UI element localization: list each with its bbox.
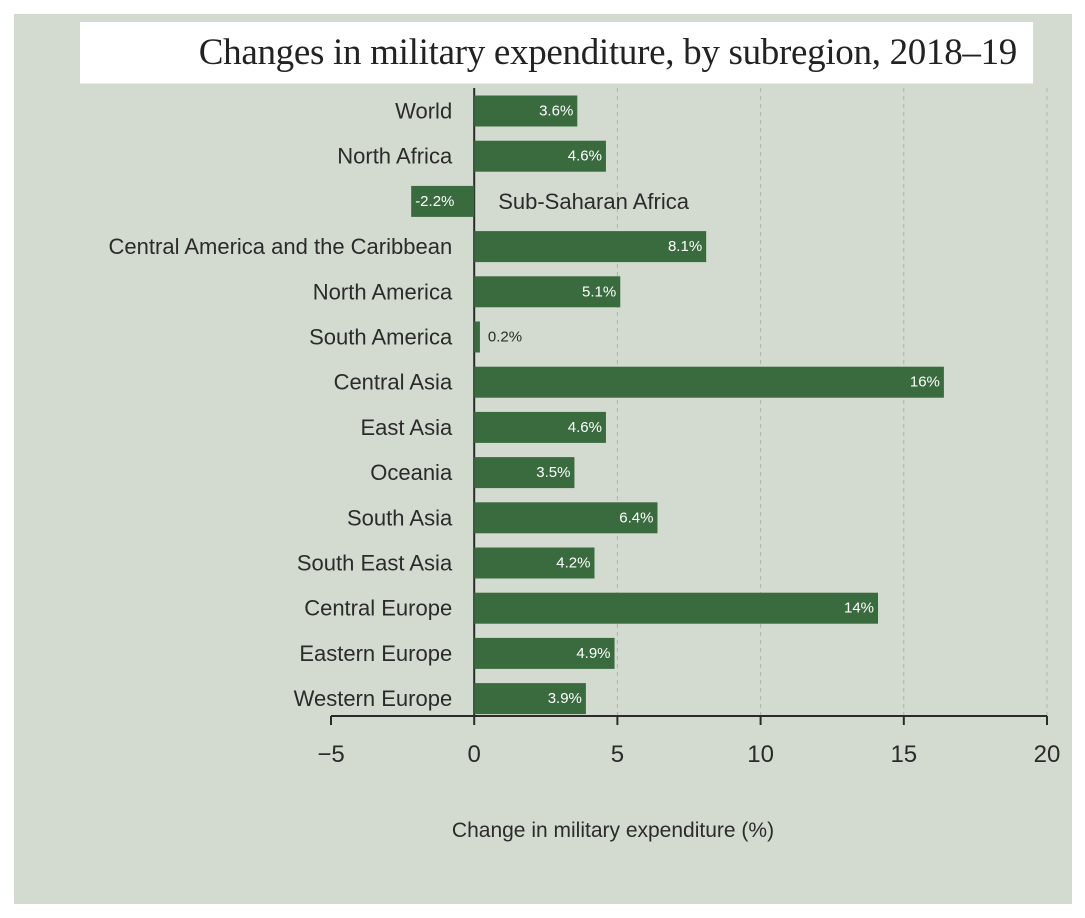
category-label: East Asia <box>360 415 452 440</box>
value-label: 3.9% <box>548 690 582 707</box>
bar <box>474 457 575 489</box>
category-label: South America <box>309 325 453 350</box>
x-tick-label: −5 <box>317 741 344 768</box>
bar <box>474 95 578 127</box>
x-axis: −5 0 5 10 15 20 <box>317 715 1061 768</box>
category-label: Sub-Saharan Africa <box>498 189 690 214</box>
bars: 3.6% World 4.6% North Africa -2.2% Sub-Sahara… <box>109 95 944 715</box>
value-label: 0.2% <box>488 329 522 346</box>
chart-title-box: Changes in military expenditure, by subr… <box>80 22 1033 84</box>
bar <box>474 321 480 353</box>
category-label: Oceania <box>370 460 453 485</box>
bar-chart: 3.6% World 4.6% North Africa -2.2% Sub-Sahara… <box>109 88 1061 842</box>
bar <box>474 683 586 715</box>
x-tick-label: 15 <box>890 741 917 768</box>
value-label: 4.2% <box>556 555 590 572</box>
value-label: 3.5% <box>536 464 570 481</box>
bar <box>474 366 944 398</box>
category-label: Central Asia <box>334 370 453 395</box>
x-tick-label: 5 <box>611 741 624 768</box>
bar <box>474 547 595 579</box>
bar <box>474 276 621 308</box>
value-label: 3.6% <box>539 103 573 120</box>
value-label: 6.4% <box>619 509 653 526</box>
bar <box>474 140 606 172</box>
bar <box>474 231 707 263</box>
category-label: Eastern Europe <box>299 641 452 666</box>
chart-title: Changes in military expenditure, by subr… <box>198 32 1018 73</box>
bar <box>474 502 658 534</box>
bar <box>411 185 475 217</box>
x-tick-label: 20 <box>1034 741 1061 768</box>
chart-panel: Changes in military expenditure, by subr… <box>14 14 1072 904</box>
bar <box>474 637 615 669</box>
value-label: 8.1% <box>668 238 702 255</box>
x-tick-label: 10 <box>747 741 774 768</box>
value-label: 16% <box>910 374 940 391</box>
value-label: 4.9% <box>576 645 610 662</box>
value-label: -2.2% <box>415 193 454 210</box>
category-label: North America <box>313 279 453 304</box>
category-label: North Africa <box>337 144 453 169</box>
x-tick-label: 0 <box>468 741 481 768</box>
bar <box>474 411 606 443</box>
value-label: 14% <box>844 600 874 617</box>
category-label: Western Europe <box>294 686 453 711</box>
category-label: Central Europe <box>304 596 452 621</box>
category-label: Central America and the Caribbean <box>109 234 453 259</box>
value-label: 4.6% <box>568 419 602 436</box>
category-label: World <box>395 99 452 124</box>
value-label: 5.1% <box>582 283 616 300</box>
category-label: South Asia <box>347 505 453 530</box>
x-axis-title: Change in military expenditure (%) <box>452 819 774 842</box>
bar <box>474 592 879 624</box>
category-label: South East Asia <box>297 551 453 576</box>
value-label: 4.6% <box>568 148 602 165</box>
